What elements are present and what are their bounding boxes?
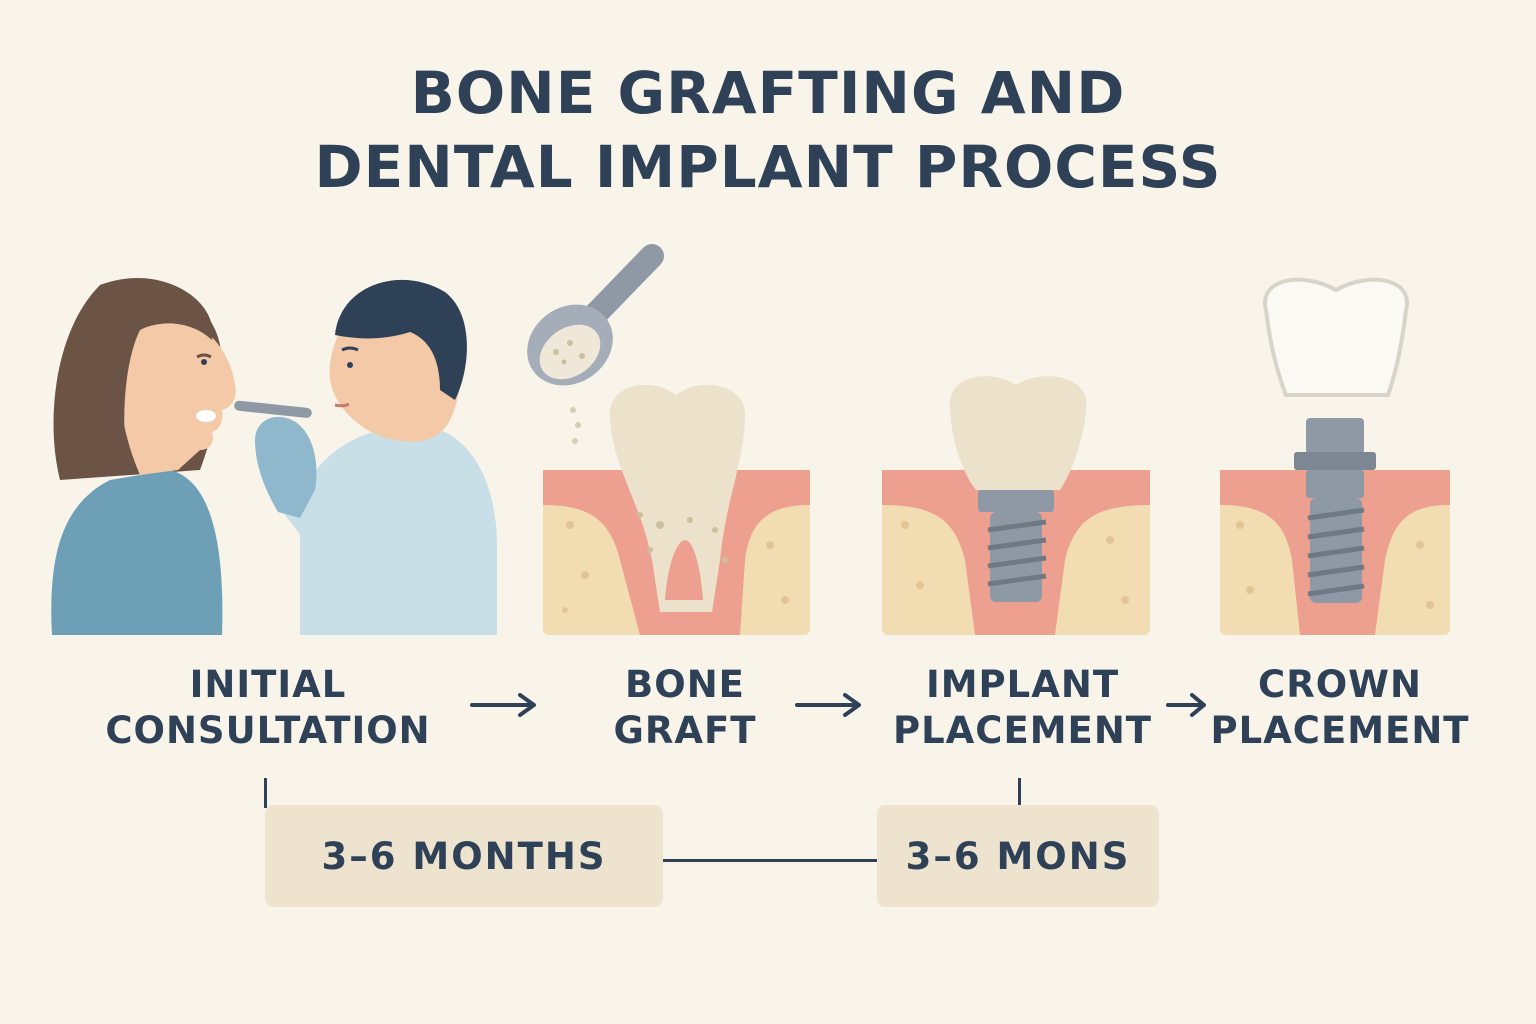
- bone-graft-panel: [543, 384, 810, 635]
- step-implant-placement: IMPLANT PLACEMENT: [880, 662, 1165, 754]
- timeline-tick: [1018, 778, 1021, 806]
- dentist-illustration: [234, 279, 497, 635]
- implant-with-crown-icon: [882, 376, 1150, 635]
- step-label-line-1: CROWN: [1258, 663, 1422, 706]
- duration-label: 3–6 MONTHS: [321, 834, 607, 878]
- step-crown-placement: CROWN PLACEMENT: [1200, 662, 1480, 754]
- step-initial-consultation: INITIAL CONSULTATION: [88, 662, 448, 754]
- duration-box: 3–6 MONTHS: [265, 805, 663, 907]
- title-line-1: BONE GRAFTING AND: [410, 59, 1126, 127]
- duration-box: 3–6 MONS: [877, 805, 1159, 907]
- page-title: BONE GRAFTING AND DENTAL IMPLANT PROCESS: [0, 56, 1536, 204]
- title-line-2: DENTAL IMPLANT PROCESS: [314, 133, 1222, 201]
- step-label-line-1: BONE: [625, 663, 745, 706]
- timeline-connector: [662, 859, 878, 862]
- timeline-tick: [264, 778, 267, 808]
- crown-icon: [1263, 277, 1409, 397]
- duration-label: 3–6 MONS: [905, 834, 1131, 878]
- step-label-line-2: PLACEMENT: [892, 709, 1153, 752]
- step-label-line-2: PLACEMENT: [1210, 709, 1470, 752]
- implant-abutment-icon: [1220, 418, 1450, 635]
- step-bone-graft: BONE GRAFT: [585, 662, 785, 754]
- patient-illustration: [51, 278, 236, 635]
- bone-graft-spoon-icon: [527, 244, 664, 444]
- step-label-line-2: CONSULTATION: [105, 709, 431, 752]
- step-label-line-1: IMPLANT: [925, 663, 1120, 706]
- arrow-right-icon: [795, 693, 861, 717]
- arrow-right-icon: [1166, 693, 1206, 717]
- arrow-right-icon: [470, 693, 536, 717]
- step-label-line-2: GRAFT: [613, 709, 757, 752]
- step-label-line-1: INITIAL: [189, 663, 347, 706]
